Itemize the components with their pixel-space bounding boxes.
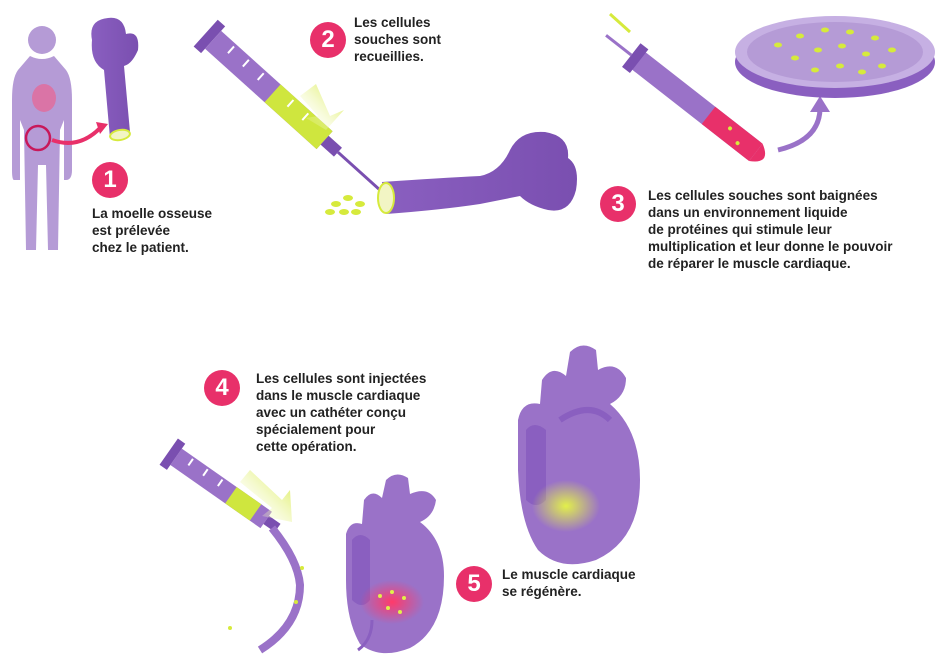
- step-text-line: recueillies.: [354, 48, 441, 65]
- step-text: Les cellules souches sont baignées dans …: [648, 187, 893, 272]
- step-text-line: chez le patient.: [92, 239, 212, 256]
- step-text: Les cellules souches sont recueillies.: [354, 14, 441, 65]
- step-text: Le muscle cardiaque se régénère.: [502, 566, 636, 600]
- step-text-line: de réparer le muscle cardiaque.: [648, 255, 893, 272]
- step-text: La moelle osseuse est prélevée chez le p…: [92, 205, 212, 256]
- step-number-badge: 5: [456, 566, 492, 602]
- heart-illustration-injected: [346, 474, 444, 653]
- step-text-line: cette opération.: [256, 438, 426, 455]
- step-text-line: Les cellules souches sont baignées: [648, 187, 893, 204]
- step-number-badge: 3: [600, 186, 636, 222]
- step-text-line: de protéines qui stimule leur: [648, 221, 893, 238]
- needle-tip-illustration: [610, 14, 630, 32]
- step-text-line: se régénère.: [502, 583, 636, 600]
- step-text-line: souches sont: [354, 31, 441, 48]
- step-text-line: dans un environnement liquide: [648, 204, 893, 221]
- step-text-line: multiplication et leur donne le pouvoir: [648, 238, 893, 255]
- step-number-badge: 1: [92, 162, 128, 198]
- catheter-syringe-illustration: [160, 439, 304, 650]
- curved-arrow-illustration: [810, 96, 830, 112]
- petri-dish-illustration: [735, 16, 935, 98]
- step-text: Les cellules sont injectées dans le musc…: [256, 370, 426, 455]
- step-text-line: Les cellules: [354, 14, 441, 31]
- step-text-line: est prélevée: [92, 222, 212, 239]
- step-text-line: avec un cathéter conçu: [256, 404, 426, 421]
- step-text-line: Le muscle cardiaque: [502, 566, 636, 583]
- step-number-badge: 2: [310, 22, 346, 58]
- step-number-badge: 4: [204, 370, 240, 406]
- heart-illustration-regenerated: [518, 345, 640, 564]
- step-text-line: dans le muscle cardiaque: [256, 387, 426, 404]
- step-text-line: La moelle osseuse: [92, 205, 212, 222]
- step-text-line: spécialement pour: [256, 421, 426, 438]
- step-text-line: Les cellules sont injectées: [256, 370, 426, 387]
